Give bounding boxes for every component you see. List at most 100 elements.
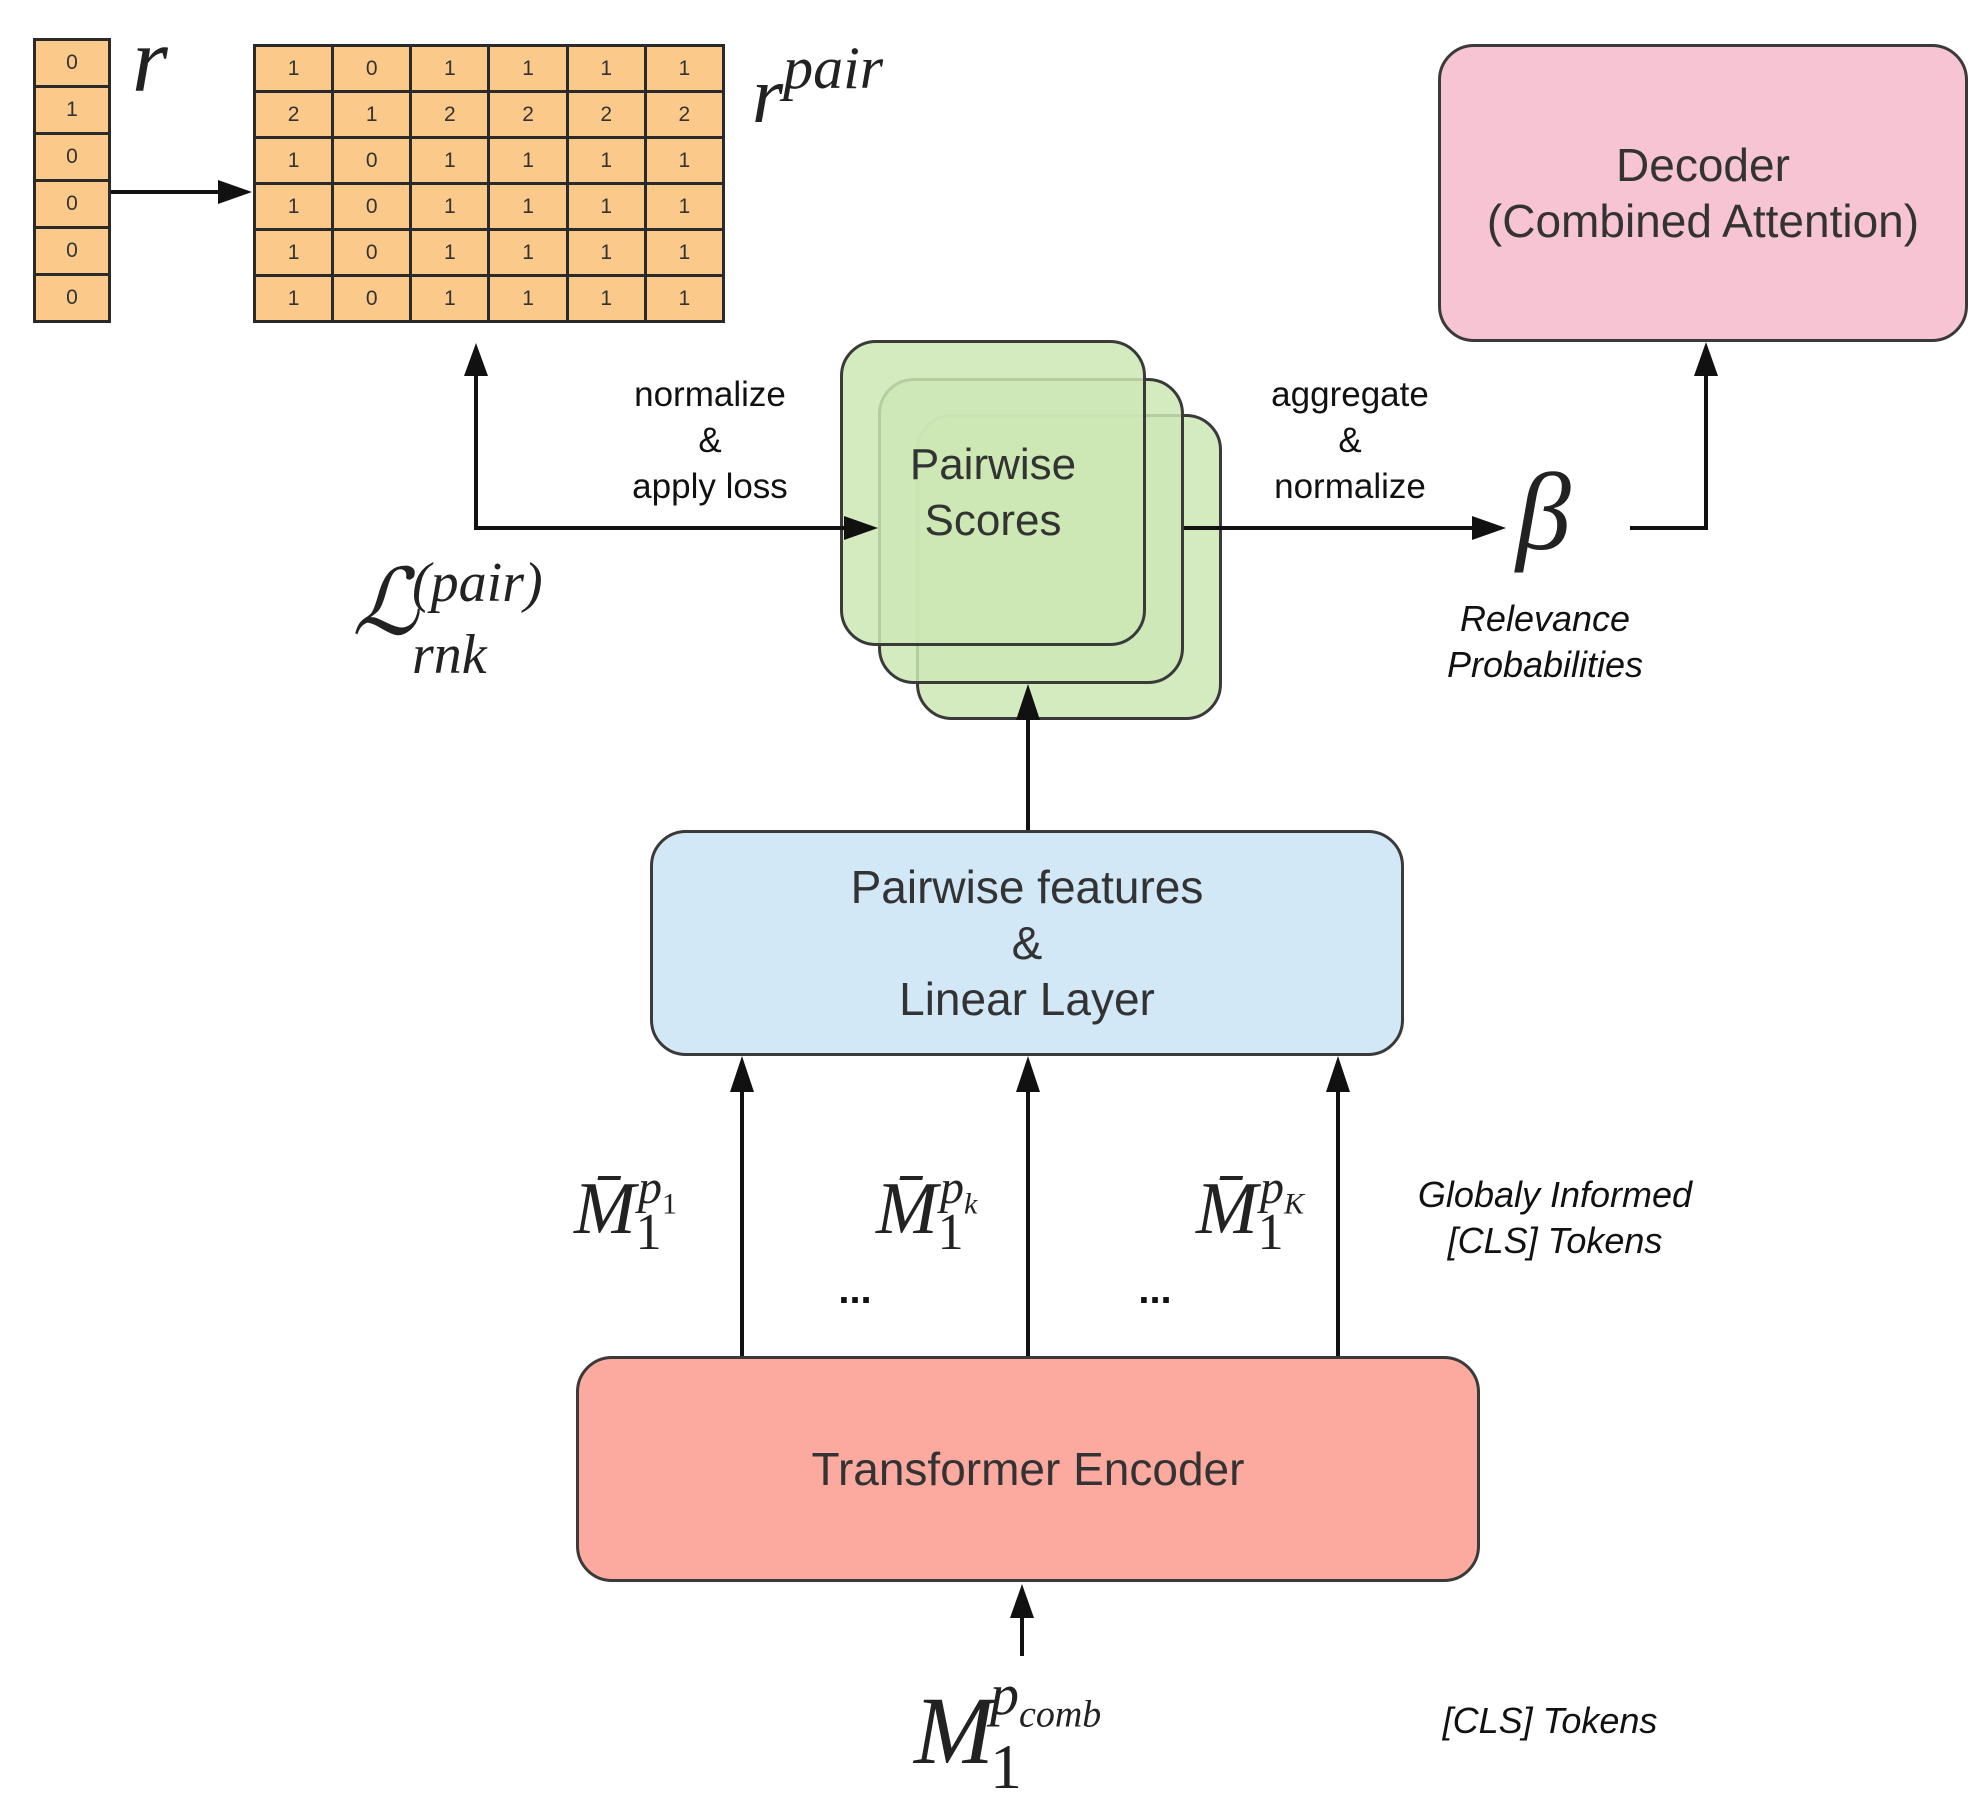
matrix-cell: 2 [409, 90, 491, 139]
globaly-line1: Globaly Informed [1417, 1174, 1693, 1215]
matrix-cell: 1 [252, 228, 335, 277]
decoder-title: Decoder [1616, 139, 1790, 191]
matrix-cell: 1 [643, 274, 726, 323]
arrowhead-scores-up [1016, 684, 1040, 720]
r-pair-label: rpair [752, 18, 883, 146]
pairwise-features-title: Pairwise features [850, 861, 1204, 913]
pairwise-scores-box: Pairwise Scores [840, 340, 1146, 646]
loss-superscript: (pair) [412, 552, 543, 614]
matrix-cell: 1 [643, 44, 726, 93]
aggregate-label: aggregate & normalize [1240, 372, 1460, 510]
input-subscript: 1 [990, 1731, 1022, 1802]
input-sup-base: p [990, 1662, 1019, 1727]
cls-token-K-sup-base: p [1260, 1161, 1284, 1214]
matrix-cell: 1 [487, 228, 569, 277]
arrowhead-rpair [218, 180, 252, 204]
cls-token-K: M̄̄1 [1196, 1164, 1284, 1278]
arrowhead-token-K [1326, 1056, 1350, 1092]
pairwise-features-box: Pairwise features & Linear Layer [650, 830, 1404, 1056]
matrix-cell: 1 [252, 182, 335, 231]
arrowhead-encoder [1010, 1584, 1034, 1618]
matrix-cell: 1 [643, 182, 726, 231]
decoder-box: Decoder (Combined Attention) [1438, 44, 1968, 342]
matrix-cell: 0 [331, 182, 413, 231]
arrowhead-token-1 [730, 1056, 754, 1092]
cls-tokens-label: [CLS] Tokens [1442, 1700, 1658, 1741]
globaly-line2: [CLS] Tokens [1447, 1220, 1663, 1261]
relevance-label: Relevance Probabilities [1400, 596, 1690, 688]
matrix-cell: 0 [331, 44, 413, 93]
cls-token-k-sup-base: p [940, 1161, 964, 1214]
pairwise-scores-subtitle: Scores [924, 496, 1062, 545]
matrix-cell: 1 [487, 274, 569, 323]
arrowhead-beta [1472, 516, 1506, 540]
matrix-cell: 1 [565, 44, 647, 93]
r-cell: 0 [33, 132, 111, 182]
cls-token-1-sup: p1 [638, 1160, 677, 1233]
input-base: M [914, 1677, 994, 1784]
ellipsis-left: ... [838, 1268, 872, 1312]
matrix-cell: 1 [409, 44, 491, 93]
r-pair-sup: pair [783, 35, 884, 101]
decoder-subtitle: (Combined Attention) [1486, 195, 1920, 247]
matrix-cell: 0 [331, 136, 413, 185]
arrowhead-token-k [1016, 1056, 1040, 1092]
matrix-cell: 1 [643, 136, 726, 185]
matrix-cell: 2 [643, 90, 726, 139]
r-vector: 0 1 0 0 0 0 [33, 38, 111, 323]
matrix-cell: 1 [409, 182, 491, 231]
pairwise-features-subtitle: Linear Layer [899, 973, 1155, 1025]
cls-token-K-base: M̄̄ [1196, 1168, 1258, 1250]
cls-token-1: M̄̄1 [574, 1164, 662, 1278]
beta-symbol: β [1516, 451, 1571, 573]
matrix-cell: 1 [252, 136, 335, 185]
r-pair-base: r [752, 52, 784, 140]
ellipsis-right: ... [1138, 1268, 1172, 1312]
pairwise-features-amp: & [1011, 917, 1043, 969]
matrix-cell: 1 [565, 182, 647, 231]
transformer-encoder-label: Transformer Encoder [811, 1443, 1245, 1495]
cls-token-k-sup: pk [940, 1160, 977, 1233]
cls-token-K-sup: pK [1260, 1160, 1304, 1233]
arrow-loss-path [474, 373, 848, 530]
aggregate-line2: & [1338, 421, 1362, 460]
matrix-cell: 0 [331, 228, 413, 277]
loss-subscript: rnk [412, 624, 487, 686]
matrix-cell: 1 [252, 274, 335, 323]
cls-token-K-sub: 1 [1257, 1203, 1284, 1261]
arrowhead-scores-left [844, 516, 878, 540]
cls-token-1-sup-base: p [638, 1161, 662, 1214]
input-symbol: M [914, 1676, 994, 1786]
normalize-line3: apply loss [632, 467, 788, 506]
cls-token-K-sup-sub: K [1284, 1187, 1305, 1221]
cls-token-k-base: M̄̄ [876, 1168, 938, 1250]
matrix-cell: 2 [252, 90, 335, 139]
matrix-cell: 2 [565, 90, 647, 139]
matrix-cell: 1 [409, 136, 491, 185]
cls-token-k-sub: 1 [937, 1203, 964, 1261]
cls-token-1-base: M̄̄ [574, 1168, 636, 1250]
cls-token-k-sup-sub: k [964, 1187, 978, 1221]
cls-token-1-sub: 1 [635, 1203, 662, 1261]
matrix-cell: 1 [487, 44, 569, 93]
normalize-line2: & [698, 421, 722, 460]
arrowhead-matrix [464, 343, 488, 376]
cls-token-1-sup-sub: 1 [662, 1187, 677, 1221]
r-cell: 0 [33, 38, 111, 88]
matrix-cell: 1 [565, 136, 647, 185]
matrix-cell: 0 [331, 274, 413, 323]
cls-token-k: M̄̄1 [876, 1164, 964, 1278]
arrow-beta-to-decoder [1630, 372, 1708, 530]
matrix-cell: 1 [331, 90, 413, 139]
matrix-cell: 1 [487, 182, 569, 231]
relevance-line1: Relevance [1459, 598, 1631, 639]
matrix-cell: 1 [409, 274, 491, 323]
normalize-label: normalize & apply loss [600, 372, 820, 510]
aggregate-line3: normalize [1274, 467, 1426, 506]
globaly-informed-label: Globaly Informed [CLS] Tokens [1380, 1172, 1730, 1264]
matrix-cell: 1 [565, 274, 647, 323]
transformer-encoder-box: Transformer Encoder [576, 1356, 1480, 1582]
